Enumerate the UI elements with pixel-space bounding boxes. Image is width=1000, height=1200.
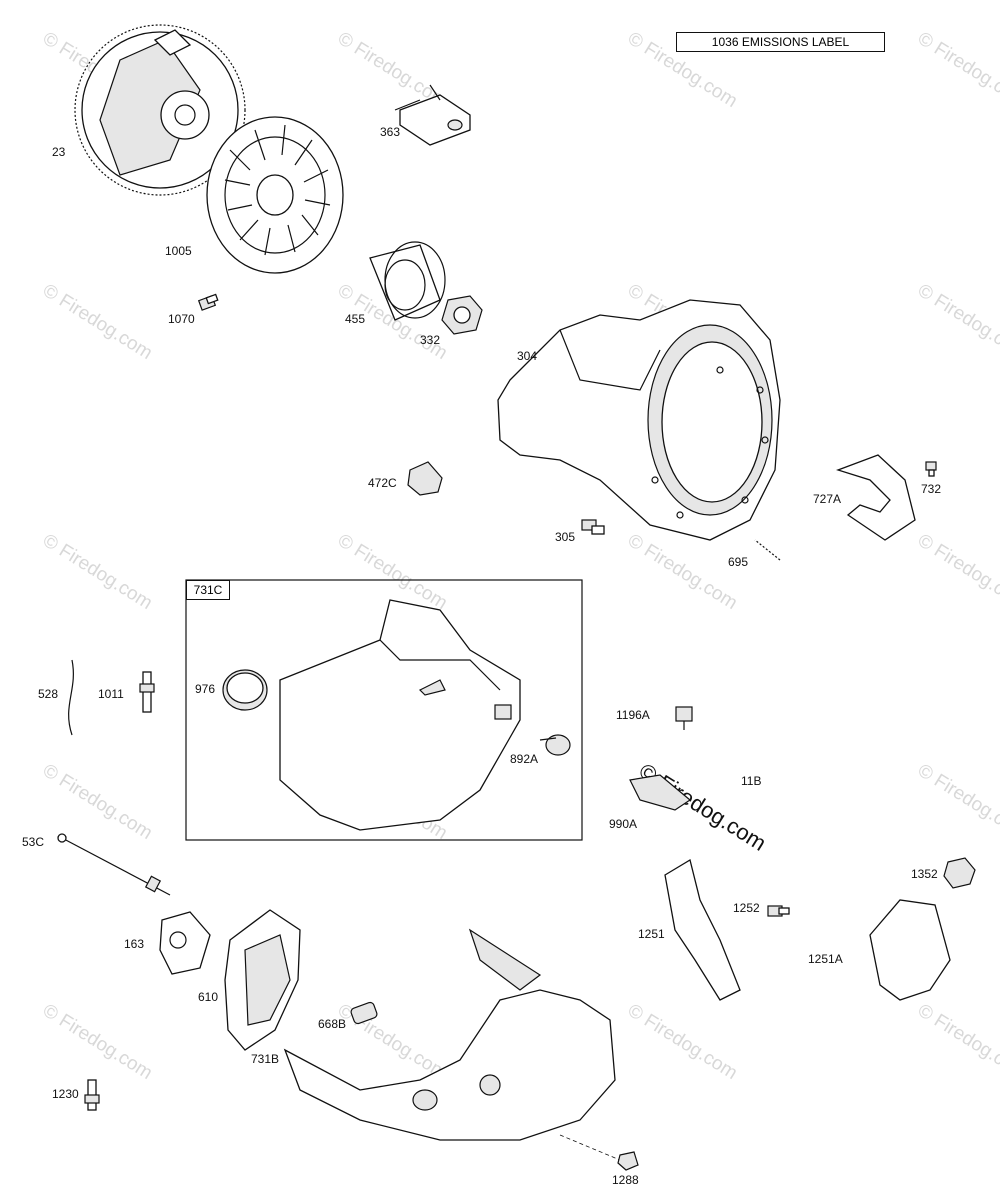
part-label: 892A	[510, 752, 539, 766]
kit-box-label: 731C	[186, 580, 230, 600]
part-label: 1005	[165, 244, 192, 258]
part-label: 990A	[609, 817, 638, 831]
blower-housing	[497, 299, 781, 541]
part-label: 304	[517, 349, 538, 363]
part-label: 332	[420, 333, 441, 347]
part-label: 1288	[612, 1173, 639, 1187]
part-label: 11B	[741, 774, 762, 788]
part-label: 1070	[168, 312, 195, 326]
part-label: 976	[195, 682, 216, 696]
screw-305	[581, 519, 605, 535]
starter-cup	[369, 241, 446, 321]
shroud-731C	[279, 599, 521, 831]
part-label: 668B	[318, 1017, 347, 1031]
part-label: 472C	[368, 476, 397, 490]
part-label: 23	[52, 145, 66, 159]
part-990A	[629, 774, 692, 811]
cover-610	[224, 909, 301, 1051]
part-label: 305	[555, 530, 576, 544]
part-label: 727A	[813, 492, 842, 506]
grommet-892A	[539, 734, 571, 756]
rod-53C	[57, 833, 171, 896]
gasket-163	[159, 911, 211, 975]
screw-732	[925, 461, 937, 477]
bolt-1070	[197, 293, 219, 311]
tube-528	[68, 659, 74, 736]
screw-695	[754, 539, 781, 561]
clip-472C	[407, 461, 443, 496]
nut-1352	[943, 857, 976, 889]
nut-332	[441, 295, 483, 335]
part-label: 732	[921, 482, 942, 496]
shroud-731B	[283, 928, 616, 1141]
kit-box	[185, 579, 583, 841]
bracket-363	[394, 84, 471, 146]
cover-727A	[835, 454, 916, 541]
part-label: 455	[345, 312, 366, 326]
part-label: 163	[124, 937, 145, 951]
cooling-fan	[206, 116, 344, 274]
flywheel	[74, 24, 246, 196]
sleeve-668B	[350, 1001, 378, 1025]
bracket-1251A	[869, 899, 951, 1001]
fitting-1011	[139, 671, 155, 713]
part-label: 1011	[98, 687, 124, 701]
clip-1196A	[675, 706, 693, 730]
part-label: 610	[198, 990, 219, 1004]
part-label: 695	[728, 555, 749, 569]
part-label: 1251	[638, 927, 665, 941]
stud-1230	[84, 1079, 100, 1111]
part-label: 363	[380, 125, 401, 139]
part-label: 1251A	[808, 952, 843, 966]
part-label: 731B	[251, 1052, 280, 1066]
part-label: 1252	[733, 901, 760, 915]
part-label: 1196A	[616, 708, 650, 722]
screw-1252	[767, 905, 790, 917]
part-label: 53C	[22, 835, 45, 849]
part-label: 528	[38, 687, 59, 701]
emissions-label: 1036 EMISSIONS LABEL	[676, 32, 885, 52]
screw-1288	[559, 1134, 639, 1171]
part-label: 1230	[52, 1087, 79, 1101]
screen-976	[222, 669, 268, 711]
bracket-1251	[664, 858, 741, 1001]
part-label: 1352	[911, 867, 938, 881]
